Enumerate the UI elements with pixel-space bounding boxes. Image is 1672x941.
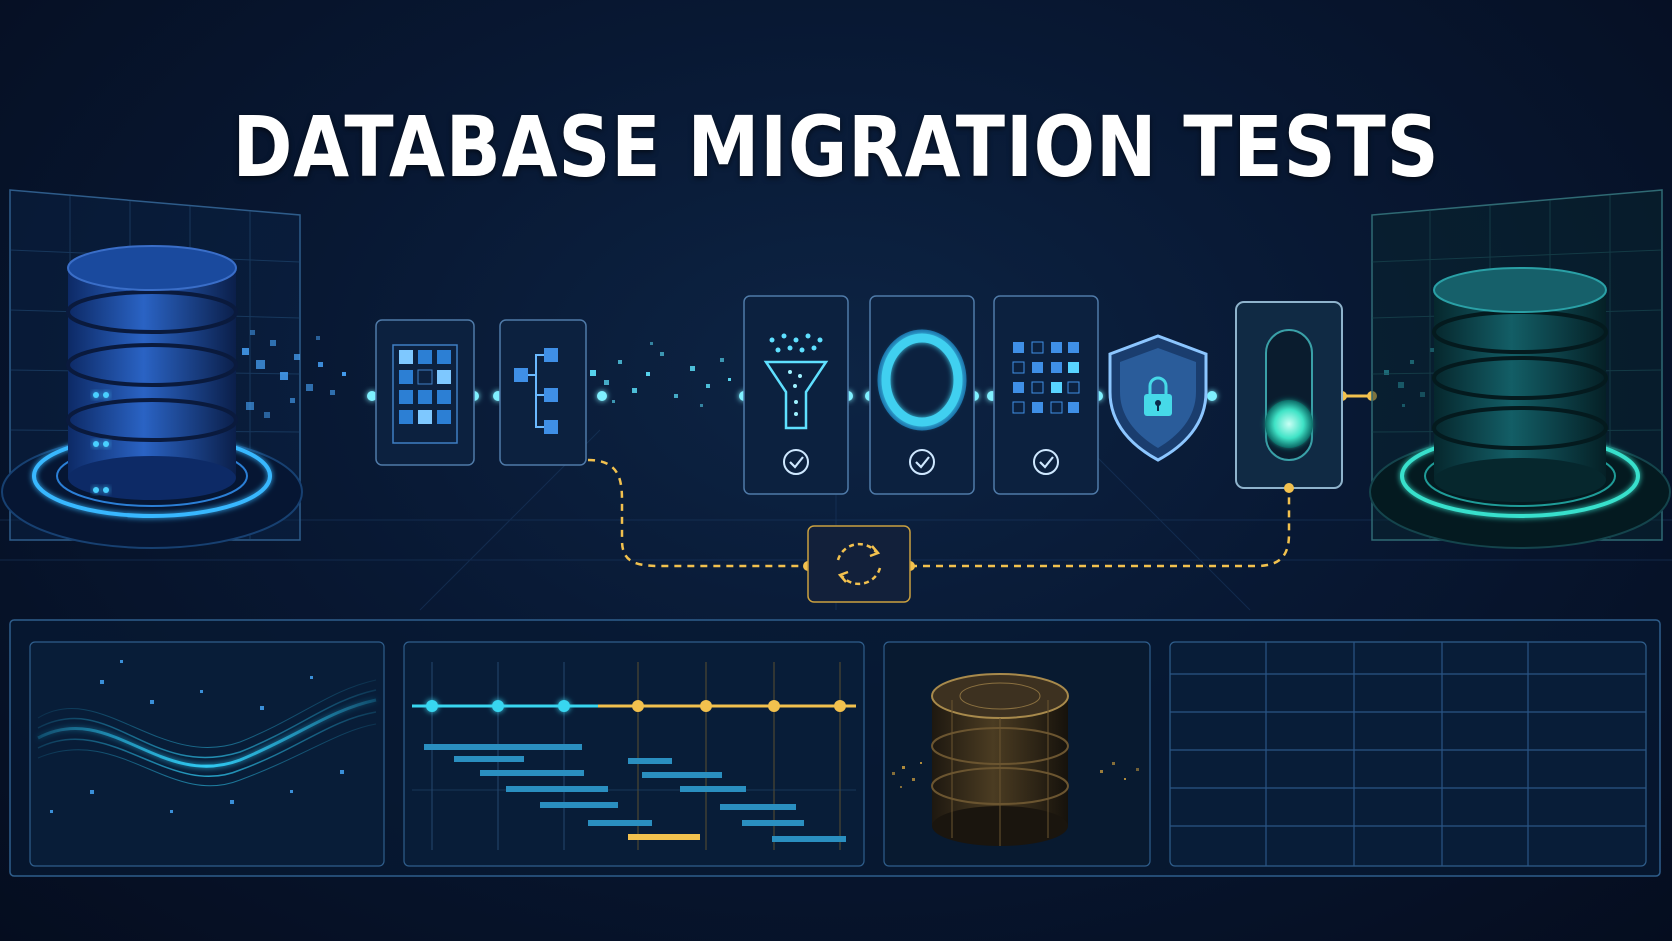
cutover-toggle-icon: [1265, 329, 1313, 461]
stage-cutover-card[interactable]: [1235, 301, 1343, 489]
dashboard-panel-stream[interactable]: [29, 641, 385, 867]
rollback-cycle-icon: [836, 542, 882, 586]
rollback-path: [587, 458, 1291, 568]
dashboard-panel-table[interactable]: [1169, 641, 1647, 867]
check-icon: [1033, 449, 1059, 475]
stage-mapping-card[interactable]: [499, 319, 587, 466]
empty-table-icon: [1170, 642, 1646, 866]
data-mapping-flowchart-icon: [514, 348, 558, 434]
stage-sampling-card[interactable]: [993, 295, 1099, 495]
rollback-card[interactable]: [807, 525, 911, 603]
check-icon: [909, 449, 935, 475]
check-icon: [783, 449, 809, 475]
data-particles-source: [242, 330, 346, 418]
stage-filter-card[interactable]: [743, 295, 849, 495]
data-particles-middle: [590, 342, 731, 407]
source-database-icon: [1, 189, 303, 549]
shield-lock-icon: [1108, 334, 1208, 462]
dashboard-panel-archive[interactable]: [883, 641, 1151, 867]
target-database-icon: [1369, 189, 1671, 549]
timeline-gantt-icon: [412, 662, 856, 850]
dashboard-panel-timeline[interactable]: [403, 641, 865, 867]
stage-schema-card[interactable]: [375, 319, 475, 466]
archive-database-icon: [892, 673, 1139, 846]
integrity-ring-icon: [877, 329, 967, 431]
schema-grid-icon: [392, 344, 458, 444]
data-stream-wave-icon: [37, 660, 377, 813]
stage-integrity-card[interactable]: [869, 295, 975, 495]
record-sampling-icon: [1012, 341, 1080, 414]
page-title: DATABASE MIGRATION TESTS: [232, 98, 1440, 197]
stage-security-shield[interactable]: [1108, 334, 1208, 462]
filter-funnel-icon: [763, 333, 829, 430]
